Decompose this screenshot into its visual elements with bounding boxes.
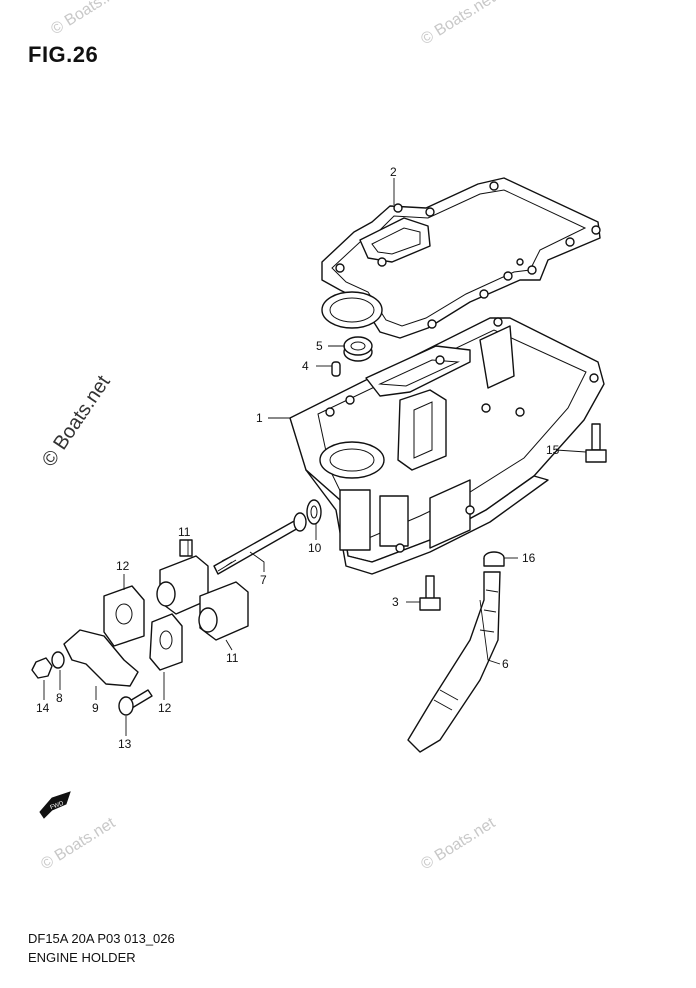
washer-part-10 [306,499,322,525]
mount-part-11-upper [156,539,209,615]
watermark-top-left: © Boats.net [48,0,129,38]
callout-9: 9 [92,701,99,715]
callout-13: 13 [118,737,132,751]
callout-7: 7 [260,573,267,587]
dowel-pin-part-4 [331,361,341,377]
callout-4: 4 [302,359,309,373]
diagram-name: ENGINE HOLDER [28,950,136,965]
washer-part-8 [51,651,65,669]
clip-part-16 [483,551,505,567]
callout-16: 16 [522,551,536,565]
watermark-left: © Boats.net [38,371,115,471]
leader-lines [43,178,587,736]
fwd-arrow-icon: FWD [39,791,71,819]
callout-11-upper: 11 [178,525,191,539]
bolt-part-13 [118,689,153,716]
bracket-part-9 [63,629,139,687]
plate-part-12-upper [103,585,145,647]
callout-2: 2 [390,165,397,179]
callout-12-upper: 12 [116,559,130,573]
bolt-part-15 [585,423,607,463]
gasket-part-2 [321,177,601,339]
seal-part-5 [343,336,373,362]
long-bolt-part-7 [213,512,307,575]
watermark-bottom-right: © Boats.net [418,814,499,873]
bolt-part-3 [419,575,441,611]
plate-part-12-lower [149,613,183,671]
watermark-bottom-left: © Boats.net [38,814,119,873]
callout-10: 10 [308,541,322,555]
nut-part-14 [31,657,53,679]
watermark-top-right: © Boats.net [418,0,499,48]
callout-15: 15 [546,443,560,457]
mount-part-11-lower [198,581,249,641]
diagram-code: DF15A 20A P03 013_026 [28,931,175,946]
callout-3: 3 [392,595,399,609]
callout-14: 14 [36,701,50,715]
callout-5: 5 [316,339,323,353]
callout-8: 8 [56,691,63,705]
fwd-label: FWD [50,801,66,812]
hose-part-6 [407,571,501,753]
callout-6: 6 [502,657,509,671]
engine-holder-part-1 [289,317,605,575]
callouts: 2 1 5 4 15 10 7 16 3 6 11 11 12 12 9 8 1… [36,165,560,751]
figure-title: FIG.26 [28,42,99,67]
callout-12-lower: 12 [158,701,172,715]
callout-1: 1 [256,411,263,425]
callout-11-lower: 11 [226,651,239,665]
